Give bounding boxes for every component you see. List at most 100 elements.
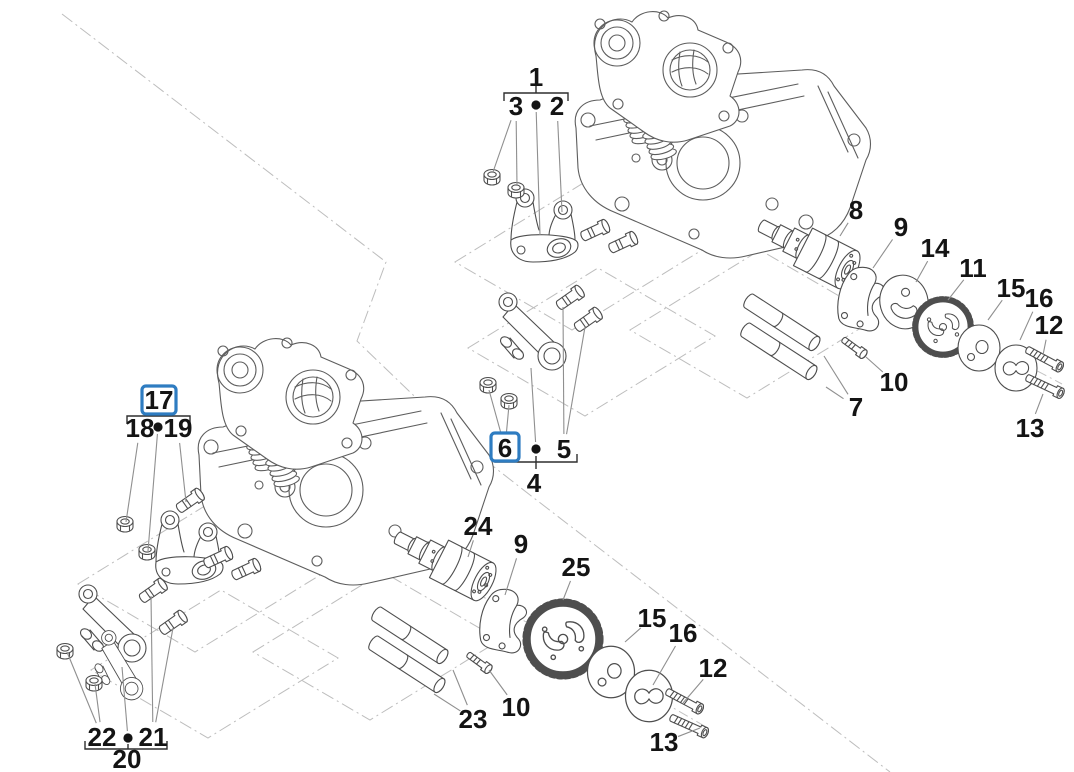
assembly-dot — [531, 444, 541, 454]
cylinder-head-top — [575, 11, 870, 258]
phantom-plane — [90, 589, 339, 739]
callout-7: 7 — [823, 355, 863, 422]
part-number-7: 7 — [849, 392, 863, 422]
part-number-2: 2 — [550, 91, 564, 121]
leader-line — [872, 239, 893, 269]
part-number-19: 19 — [164, 413, 193, 443]
part-number-15: 15 — [997, 273, 1026, 303]
flange-nut-6 — [479, 376, 497, 394]
callout-13: 13 — [1016, 393, 1044, 443]
part-number-9: 9 — [514, 529, 528, 559]
leader-line — [839, 222, 849, 237]
rocker-arm-top — [497, 292, 567, 371]
leader-line — [488, 389, 502, 434]
stud-pin-21 — [136, 576, 170, 606]
callout-15: 15 — [987, 273, 1026, 321]
leader-line — [492, 119, 512, 173]
callout-14: 14 — [915, 233, 950, 283]
leader-line — [557, 120, 563, 213]
leader-line — [677, 727, 701, 738]
flange-nut-22 — [56, 642, 74, 660]
part-number-3: 3 — [509, 91, 523, 121]
leader-line — [624, 627, 642, 643]
stud-pin-5 — [571, 305, 605, 335]
leader-line — [1034, 393, 1044, 415]
bolt-13 — [1023, 371, 1067, 401]
leader-line — [947, 279, 965, 301]
callout-12: 12 — [1035, 310, 1063, 356]
part-number-8: 8 — [849, 195, 863, 225]
leader-line — [823, 355, 849, 395]
part-number-16: 16 — [1025, 283, 1054, 313]
leader-line — [452, 669, 468, 706]
assembly-dot — [531, 100, 541, 110]
callout-23: 23 — [433, 669, 487, 734]
leader-line — [150, 595, 154, 723]
part-number-20: 20 — [113, 744, 142, 772]
part-number-10: 10 — [880, 367, 909, 397]
part-number-17[interactable]: 17 — [145, 385, 174, 415]
leader-line — [155, 627, 174, 723]
part-number-18: 18 — [126, 413, 155, 443]
part-number-14: 14 — [921, 233, 950, 263]
leader-line — [530, 367, 537, 443]
callout-16: 16 — [652, 618, 698, 686]
part-number-9: 9 — [894, 212, 908, 242]
leader-line — [562, 580, 572, 601]
leader-line — [147, 433, 158, 552]
flange-nut-18 — [116, 515, 134, 533]
part-number-25: 25 — [562, 552, 591, 582]
part-number-24: 24 — [464, 511, 493, 541]
adjuster-pin — [606, 229, 640, 256]
disc-15 — [957, 324, 1001, 372]
leader-line — [488, 669, 508, 696]
leader-line — [865, 356, 884, 373]
callout-10: 10 — [488, 669, 530, 722]
adjuster-pin — [578, 217, 612, 244]
leader-line — [504, 558, 518, 596]
callout-9: 9 — [504, 529, 528, 596]
leader-line — [433, 693, 461, 712]
part-number-5: 5 — [557, 434, 571, 464]
stud-pin-19 — [173, 486, 207, 516]
assembly-dot — [123, 733, 133, 743]
group-bracket — [84, 741, 168, 750]
callout-24: 24 — [464, 511, 493, 558]
leader-line — [515, 120, 518, 187]
leader-line — [566, 326, 586, 435]
flange-nut-3 — [507, 181, 525, 199]
callout-15: 15 — [624, 603, 666, 643]
leader-line — [66, 651, 97, 724]
callout-9: 9 — [872, 212, 908, 269]
callout-16: 16 — [1019, 283, 1054, 341]
leader-line — [915, 260, 929, 283]
leader-line — [535, 111, 541, 236]
leader-line — [652, 645, 676, 686]
leader-line — [125, 442, 139, 523]
leader-line — [505, 404, 510, 434]
part-number-11: 11 — [959, 253, 987, 283]
part-number-16: 16 — [669, 618, 698, 648]
flange-nut-22 — [85, 674, 103, 692]
part-number-13: 13 — [650, 727, 679, 757]
highlight-box-17[interactable] — [140, 384, 178, 416]
flange-nut — [138, 543, 156, 561]
leader-line — [94, 683, 101, 723]
callout-10: 10 — [865, 356, 909, 397]
stud-pin-5 — [553, 283, 587, 313]
callout-12: 12 — [682, 653, 727, 704]
part-number-4: 4 — [527, 468, 542, 498]
highlight-box-6[interactable] — [489, 431, 521, 463]
leader-line — [1019, 311, 1034, 341]
assembly-group-4: 6 54 — [488, 306, 586, 498]
leader-line — [467, 540, 474, 558]
leader-line — [179, 442, 187, 503]
part-number-6[interactable]: 6 — [498, 433, 512, 463]
stud-pin-21 — [156, 608, 190, 638]
leader-line — [1042, 339, 1047, 356]
